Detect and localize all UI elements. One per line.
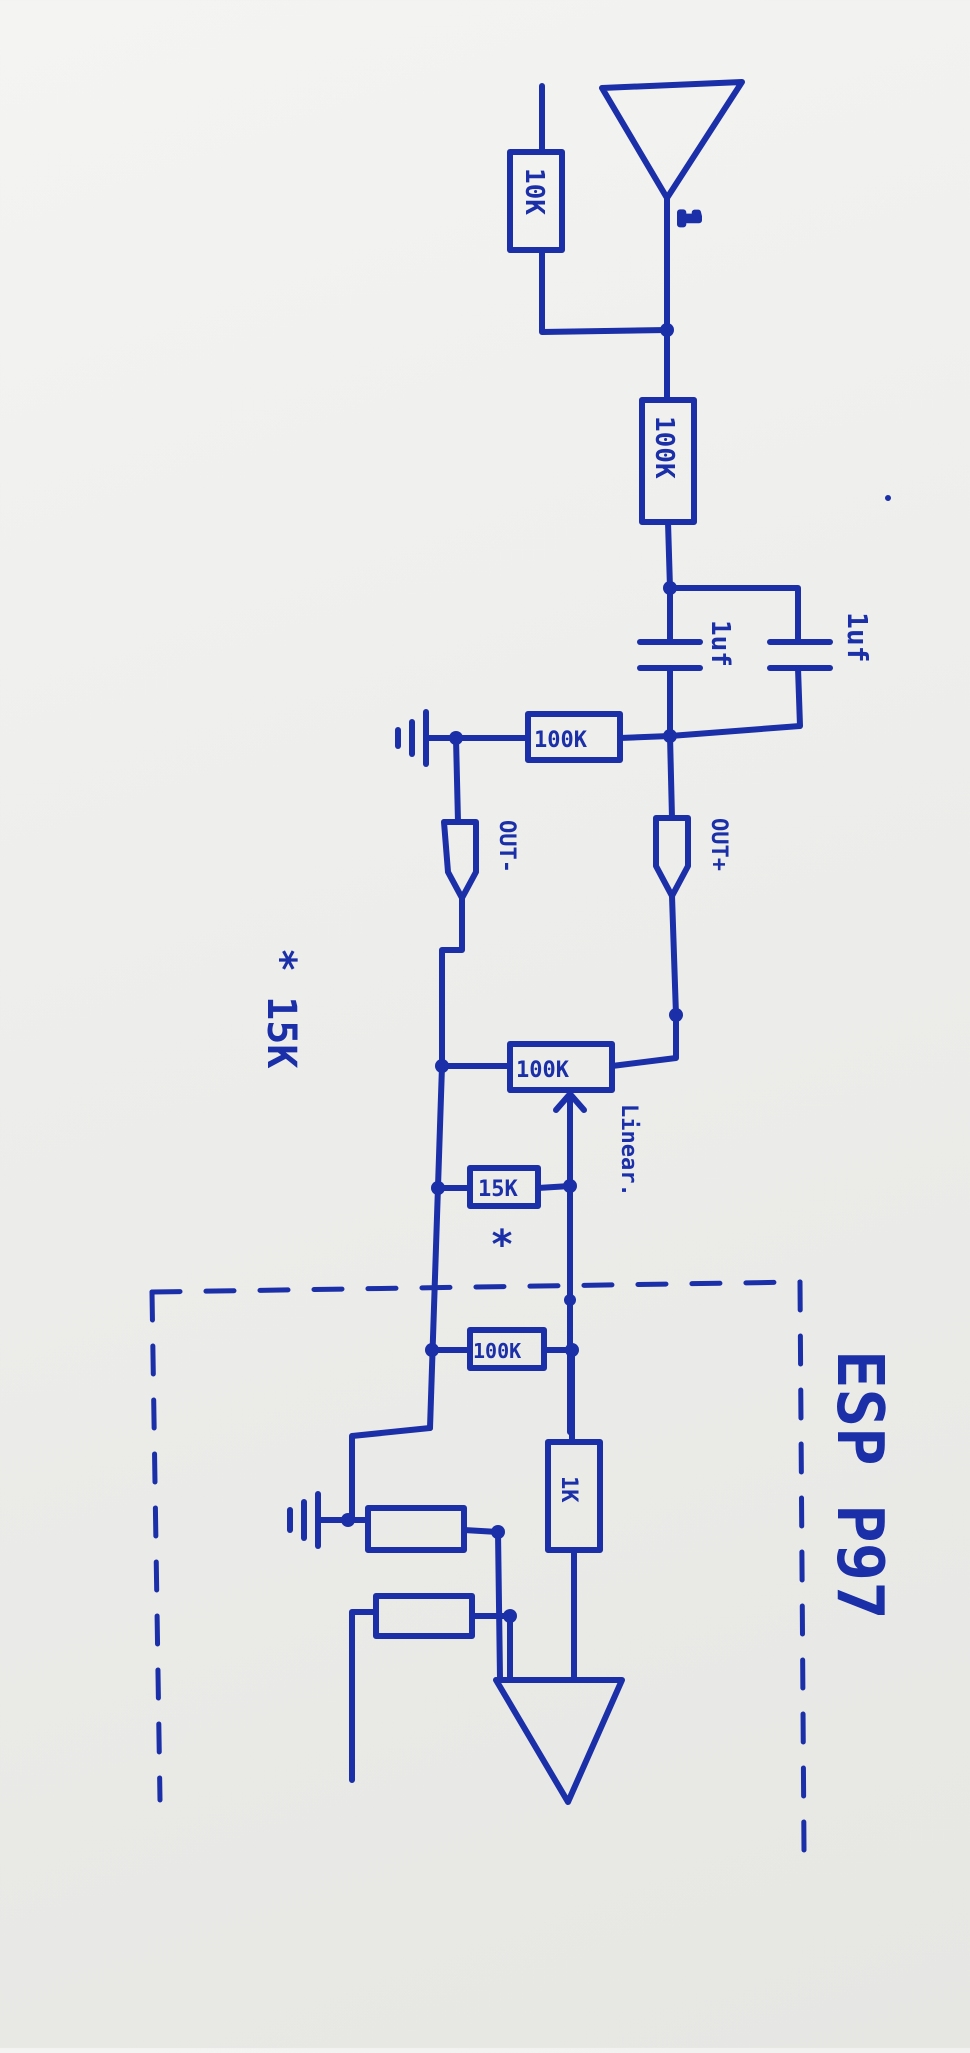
capacitor-a-label: 1uf: [705, 620, 735, 667]
wire-left-drop: [349, 1425, 433, 1521]
ground-symbol-bottom: [287, 1491, 321, 1549]
wire-in-a-down: [495, 1529, 503, 1681]
opamp-bottom: [493, 1677, 625, 1805]
resistor-10k-label: 10K: [519, 168, 549, 215]
ground-symbol-top: [395, 709, 429, 767]
capacitor-b-label: 1uf: [841, 612, 874, 663]
resistor-10k: [507, 149, 565, 253]
resistor-series-label: 100K: [649, 416, 679, 479]
wire-series-bottom: [665, 519, 673, 591]
rail-left: [427, 1063, 445, 1431]
opamp-top: [599, 79, 745, 201]
jack-out-plus: [653, 815, 691, 899]
esp-p97-board-outline: [149, 1279, 807, 1853]
resistor-15k-mark: *: [490, 1222, 514, 1268]
potentiometer-note: Linear.: [616, 1104, 641, 1197]
board-label: ESP P97: [822, 1350, 896, 1620]
wire-out-plus-top: [667, 733, 675, 821]
footnote-15k: * 15K: [258, 948, 304, 1068]
wire-out-plus-bottom: [669, 893, 679, 1018]
jack-out-minus-label: OUT-: [494, 820, 519, 873]
potentiometer-wiper-arrow: [553, 1091, 587, 1113]
resistor-100k-box-label: 100K: [473, 1339, 521, 1363]
wire-15k-right: [535, 1183, 573, 1191]
resistor-shunt-label: 100K: [534, 728, 588, 753]
potentiometer-label: 100K: [516, 1058, 570, 1083]
wire-shunt-right: [617, 733, 673, 741]
wire-pot-right: [609, 1012, 679, 1069]
resistor-input-b: [373, 1593, 475, 1639]
resistor-input-a: [365, 1505, 467, 1553]
resistor-1k-label: 1K: [556, 1476, 581, 1503]
jack-out-plus-label: OUT+: [706, 818, 731, 871]
wire-out-minus-bottom: [439, 895, 465, 1069]
paper-speck: [885, 495, 891, 501]
wire-10k-bottom: [539, 247, 670, 335]
wire-input-b-lead: [349, 1609, 379, 1783]
node-rail-right-mid: [564, 1294, 576, 1306]
opamp-top-pin-label: 1: [673, 210, 703, 226]
resistor-15k-label: 15K: [478, 1177, 518, 1202]
jack-out-minus: [441, 819, 479, 901]
wire-cap-merge: [667, 665, 803, 739]
wire-out-minus-top: [453, 735, 461, 825]
wire-cap-split: [667, 585, 801, 643]
